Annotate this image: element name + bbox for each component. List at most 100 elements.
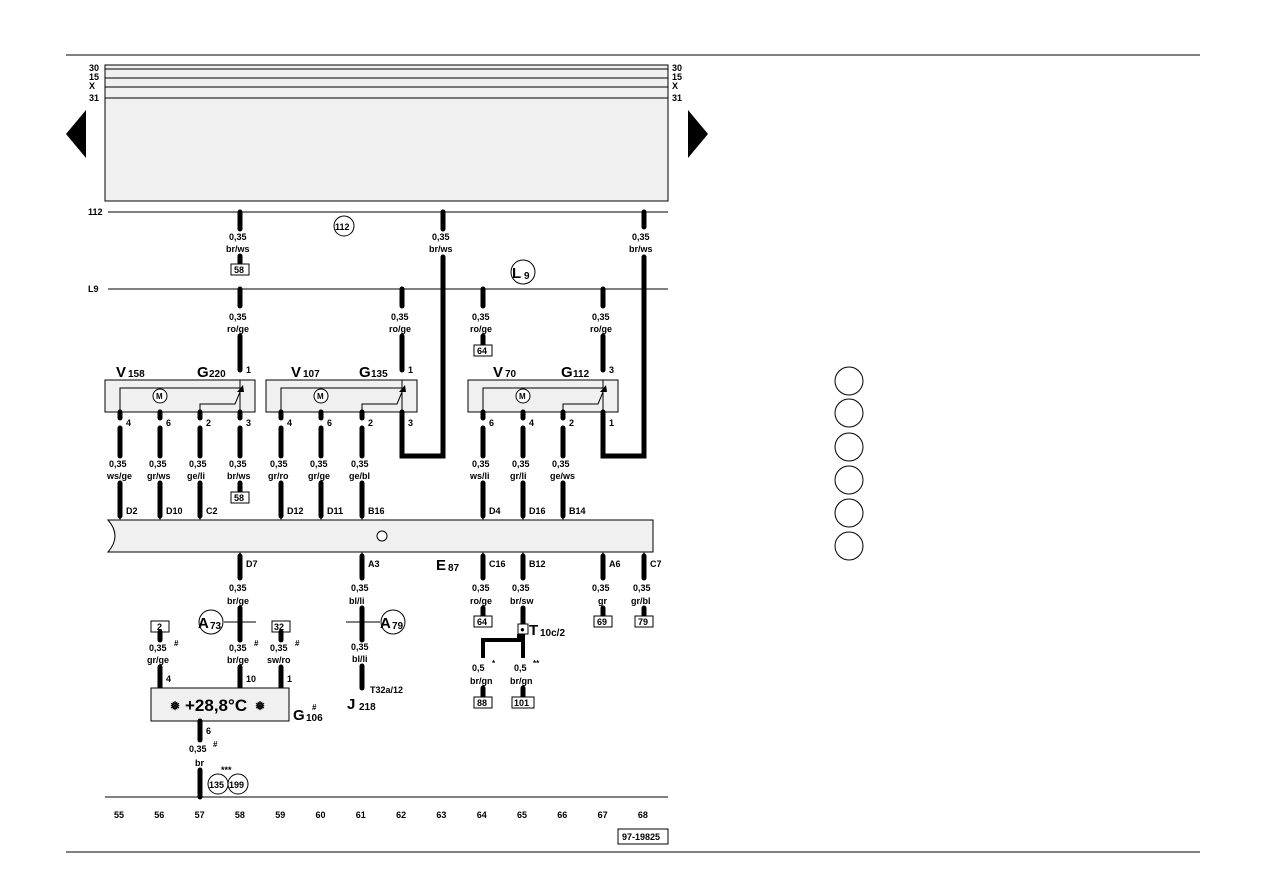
display-temperature: +28,8°C (185, 696, 247, 715)
pin-label: 2 (569, 418, 574, 428)
snowflake-icon: ❅ (255, 699, 265, 713)
rail-label-left: 15 (89, 72, 99, 82)
wire-color: br/ws (227, 471, 251, 481)
wire-size: 0,35 (351, 459, 369, 469)
ground-point-circle (227, 773, 249, 795)
j218-main: J (347, 696, 355, 713)
ref-box-label: 69 (597, 617, 607, 627)
pin-label: 1 (287, 674, 292, 684)
internal-line (562, 391, 604, 412)
wire-color: gr (598, 596, 607, 606)
unit-symbol-icon (376, 530, 388, 542)
motor-label: V (291, 364, 301, 381)
wire-color: br/ws (226, 244, 250, 254)
connector-pin: B16 (368, 506, 385, 516)
g106-sub: 106 (306, 713, 323, 724)
reference-number-box (617, 828, 669, 845)
connection-circle-l9-main: L (512, 265, 521, 282)
connector-pin: D16 (529, 506, 546, 516)
motor-m: M (317, 392, 324, 401)
wire-color: br/ge (227, 596, 249, 606)
ground-stars: *** (221, 765, 232, 775)
wire-size: 0,35 (472, 583, 490, 593)
pin-arrow-icon (360, 516, 364, 520)
grid-label: 67 (598, 810, 608, 820)
wire-color: ge/li (187, 471, 205, 481)
wire-mark: # (295, 639, 300, 648)
wire-color: bl/li (352, 654, 368, 664)
grid-label: 55 (114, 810, 124, 820)
grid-label: 63 (436, 810, 446, 820)
connector-pin: D7 (246, 559, 258, 569)
wire-size: 0,35 (229, 583, 247, 593)
ref-box (593, 615, 613, 628)
wire-size: 0,35 (149, 459, 167, 469)
sensor-sub: 135 (371, 369, 388, 380)
next-page-arrow-icon[interactable] (688, 110, 708, 158)
pin-label: 6 (206, 726, 211, 736)
wire-color: gr/bl (631, 596, 651, 606)
sensor-label: G (359, 364, 371, 381)
ref-box (473, 696, 493, 709)
ground-point-label: 135 (209, 780, 224, 790)
flap-motor-module-v107-g135: V 107 G 135 1 M 4 6 2 3 (265, 364, 418, 428)
legend-circle (834, 398, 864, 428)
internal-line (482, 387, 603, 412)
connector-pin: D10 (166, 506, 183, 516)
snowflake-icon: ❅ (170, 699, 180, 713)
legend-circle (834, 531, 864, 561)
connector-pin: D2 (126, 506, 138, 516)
connection-circle-112 (333, 215, 355, 237)
wire-size: 0,35 (592, 583, 610, 593)
wire-size: 0,35 (270, 459, 288, 469)
flap-motor-module-v70-g112: V 70 G 112 3 M 6 4 2 1 (467, 364, 619, 428)
motor-sub: 107 (303, 369, 320, 380)
prev-page-arrow-icon[interactable] (66, 110, 86, 158)
wire-size: 0,35 (512, 583, 530, 593)
internal-line (361, 391, 403, 412)
legend-circle (834, 366, 864, 396)
wire-mark: ** (533, 659, 540, 668)
connector-pin: B14 (569, 506, 586, 516)
module-box (265, 379, 418, 413)
wire-size: 0,35 (632, 232, 650, 242)
connector-pin: A3 (368, 559, 380, 569)
wire-size: 0,5 (514, 663, 527, 673)
wire-color: br/ge (227, 655, 249, 665)
rail-label-right: 31 (672, 93, 682, 103)
wire-color: br/gn (470, 676, 493, 686)
grid-label: 56 (154, 810, 164, 820)
ref-box (473, 615, 493, 628)
t10-main: T (529, 622, 538, 639)
wire-color: ro/ge (590, 324, 612, 334)
wire-size: 0,35 (229, 312, 247, 322)
pin-arrow-icon (481, 516, 485, 520)
rail-label-right: 30 (672, 63, 682, 73)
legend-circle (834, 498, 864, 528)
sensor-sub: 220 (209, 369, 226, 380)
ref-box-label: 32 (274, 622, 284, 632)
pin-label: 2 (368, 418, 373, 428)
wire-size: 0,35 (351, 583, 369, 593)
wire-color: ro/ge (470, 596, 492, 606)
wire-color: bl/li (349, 596, 365, 606)
rail-label-right: 15 (672, 72, 682, 82)
wire-size: 0,35 (270, 643, 288, 653)
module-box (104, 379, 256, 413)
wire-size: 0,35 (552, 459, 570, 469)
wire (600, 254, 647, 459)
pin-label: 10 (246, 674, 256, 684)
reference-number: 97-19825 (622, 832, 660, 842)
grid-label: 68 (638, 810, 648, 820)
unit-label: E (436, 557, 446, 574)
pin-label: 6 (327, 418, 332, 428)
pin-label: 6 (489, 418, 494, 428)
ref-box-label: 79 (638, 617, 648, 627)
sensor-label: G (197, 364, 209, 381)
pin-label: 2 (206, 418, 211, 428)
motor-label: V (116, 364, 126, 381)
wire-color: ws/ge (106, 471, 132, 481)
grid-label: 61 (356, 810, 366, 820)
pin-label: 4 (529, 418, 534, 428)
wire-size: 0,35 (633, 583, 651, 593)
